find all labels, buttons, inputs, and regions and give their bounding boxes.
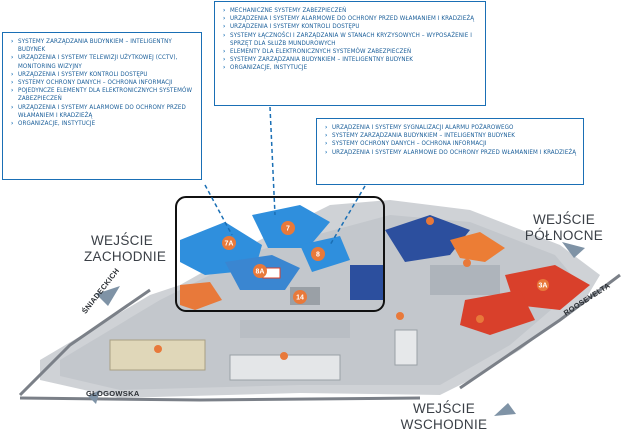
arrow-west-icon xyxy=(96,286,120,306)
callout-item: URZĄDZENIA I SYSTEMY KONTROLI DOSTĘPU xyxy=(223,23,479,31)
callout-item: ELEMENTY DLA ELEKTRONICZNYCH SYSTEMÓW ZA… xyxy=(223,48,479,56)
road-sniadeckich xyxy=(18,288,151,397)
arrow-east-icon xyxy=(494,403,516,416)
pin-marker xyxy=(396,312,404,320)
pin-marker xyxy=(426,217,434,225)
street-label-glogowska: GŁOGOWSKA xyxy=(86,389,140,398)
svg-text:7A: 7A xyxy=(225,241,234,248)
entrance-west-label: WEJŚCIE ZACHODNIE xyxy=(84,233,167,265)
badge-7a: 7A xyxy=(222,236,236,250)
callout-item: URZĄDZENIA I SYSTEMY SYGNALIZACJI ALARMU… xyxy=(325,124,577,132)
building-tower xyxy=(394,329,418,366)
leader-top xyxy=(269,106,276,216)
leader-right xyxy=(329,185,366,246)
pin-marker xyxy=(476,315,484,323)
callout-item: SYSTEMY ZARZĄDZANIA BUDYNKIEM – INTELIGE… xyxy=(325,132,577,140)
callout-item: URZĄDZENIA I SYSTEMY TELEWIZJI UŻYTKOWEJ… xyxy=(11,54,195,70)
building-center-low xyxy=(240,320,350,338)
building-west xyxy=(109,339,206,371)
callout-item: SYSTEMY OCHRONY DANYCH – OCHRONA INFORMA… xyxy=(11,79,195,87)
callout-left: SYSTEMY ZARZĄDZANIA BUDYNKIEM – INTELIGE… xyxy=(2,32,202,180)
badge-8a: 8A xyxy=(253,264,267,278)
callout-item: URZĄDZENIA I SYSTEMY ALARMOWE DO OCHRONY… xyxy=(325,149,577,157)
pin-marker xyxy=(154,345,162,353)
pavilion-red-south xyxy=(460,290,535,335)
pin-marker xyxy=(280,352,288,360)
pavilion-east-gray xyxy=(430,265,500,295)
entrance-word: WEJŚCIE xyxy=(532,212,596,227)
callout-top: MECHANICZNE SYSTEMY ZABEZPIECZEŃ URZĄDZE… xyxy=(214,1,486,106)
entrance-direction: WSCHODNIE xyxy=(400,417,488,432)
svg-text:3A: 3A xyxy=(539,283,548,290)
pavilion-north-blue xyxy=(385,215,470,262)
callout-right: URZĄDZENIA I SYSTEMY SYGNALIZACJI ALARMU… xyxy=(316,118,584,185)
callout-item: SYSTEMY OCHRONY DANYCH – OCHRONA INFORMA… xyxy=(325,140,577,148)
entrance-east-label: WEJŚCIE WSCHODNIE xyxy=(392,401,496,433)
callout-item: SYSTEMY ŁĄCZNOŚCI I ZARZĄDZANIA W STANAC… xyxy=(223,32,479,48)
svg-text:7: 7 xyxy=(286,226,290,233)
callout-item: ORGANIZACJE, INSTYTUCJE xyxy=(11,120,195,128)
leader-left xyxy=(204,184,233,236)
pavilion-north-orange xyxy=(450,232,505,262)
callout-item: URZĄDZENIA I SYSTEMY KONTROLI DOSTĘPU xyxy=(11,71,195,79)
road-roosevelta xyxy=(459,273,621,390)
entrance-word: WEJŚCIE xyxy=(412,401,476,416)
entrance-direction: PÓŁNOCNE xyxy=(524,228,604,243)
entrance-word: WEJŚCIE xyxy=(90,233,154,248)
svg-text:8: 8 xyxy=(316,252,320,259)
pin-marker xyxy=(463,259,471,267)
svg-text:14: 14 xyxy=(296,295,304,302)
callout-item: ORGANIZACJE, INSTYTUCJE xyxy=(223,64,479,72)
entrance-direction: ZACHODNIE xyxy=(84,249,167,264)
svg-text:8A: 8A xyxy=(256,269,265,276)
callout-item: URZĄDZENIA I SYSTEMY ALARMOWE DO OCHRONY… xyxy=(223,15,479,23)
callout-item: SYSTEMY ZARZĄDZANIA BUDYNKIEM – INTELIGE… xyxy=(223,56,479,64)
callout-item: MECHANICZNE SYSTEMY ZABEZPIECZEŃ xyxy=(223,7,479,15)
road-glogowska xyxy=(19,396,421,402)
badge-7: 7 xyxy=(281,221,295,235)
callout-item: SYSTEMY ZARZĄDZANIA BUDYNKIEM – INTELIGE… xyxy=(11,38,195,54)
badge-3a: 3A xyxy=(537,279,549,291)
badge-8: 8 xyxy=(311,247,325,261)
arrow-north-icon xyxy=(562,242,585,258)
highlight-frame xyxy=(175,196,385,312)
pavilion-dark-blue xyxy=(350,265,385,300)
callout-item: URZĄDZENIA I SYSTEMY ALARMOWE DO OCHRONY… xyxy=(11,104,195,120)
arrow-south-icon xyxy=(88,390,100,404)
callout-item: POJEDYNCZE ELEMENTY DLA ELEKTRONICZNYCH … xyxy=(11,87,195,103)
entrance-north-label: WEJŚCIE PÓŁNOCNE xyxy=(522,212,606,244)
badge-14: 14 xyxy=(293,290,307,304)
pavilion-orange-left xyxy=(180,282,222,310)
